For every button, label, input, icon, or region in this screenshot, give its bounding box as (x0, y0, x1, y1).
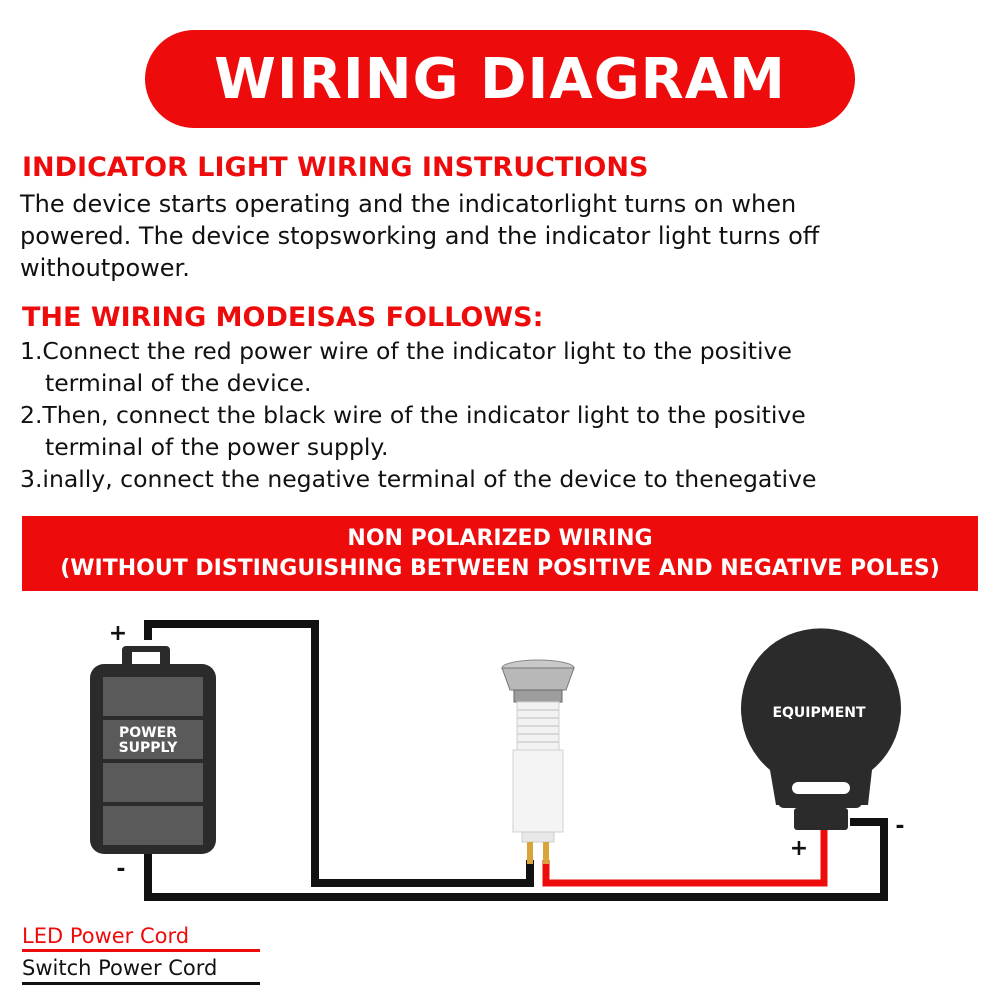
instructions-line: The device starts operating and the indi… (20, 190, 797, 218)
instructions-paragraph: The device starts operating and the indi… (20, 188, 920, 284)
banner-line-1: NON POLARIZED WIRING (347, 525, 653, 551)
non-polarized-banner: NON POLARIZED WIRING (WITHOUT DISTINGUIS… (22, 516, 978, 591)
equipment-label: EQUIPMENT (772, 705, 866, 721)
red-wire (542, 830, 828, 887)
equipment-icon (741, 628, 902, 830)
equipment-minus-label: - (895, 814, 904, 839)
instructions-line: withoutpower. (20, 254, 190, 282)
instructions-line: powered. The device stopsworking and the… (20, 222, 820, 250)
banner-line-2: (WITHOUT DISTINGUISHING BETWEEN POSITIVE… (60, 555, 940, 581)
indicator-light-icon (501, 659, 575, 864)
battery-icon (90, 646, 216, 854)
legend-switch-power-cord: Switch Power Cord (22, 956, 218, 980)
battery-label-power: POWER (119, 725, 177, 741)
legend-switch-line (22, 982, 260, 985)
battery-label-supply: SUPPLY (119, 740, 179, 756)
page-title: WIRING DIAGRAM (214, 46, 786, 112)
battery-plus-label: + (109, 621, 127, 646)
title-banner: WIRING DIAGRAM (145, 30, 855, 128)
black-wire-negative (144, 818, 888, 901)
legend-led-line (22, 949, 260, 952)
legend-led-power-cord: LED Power Cord (22, 924, 190, 948)
wiring-diagram: POWER SUPPLY + - EQUIPMENT + - (90, 620, 905, 901)
equipment-plus-label: + (790, 836, 808, 861)
black-wire-positive (144, 620, 534, 887)
battery-minus-label: - (116, 857, 125, 882)
section-heading-wiring-mode: THE WIRING MODEISAS FOLLOWS: (22, 302, 544, 333)
section-heading-instructions: INDICATOR LIGHT WIRING INSTRUCTIONS (22, 152, 649, 183)
wiring-step-2-cont: terminal of the power supply. (45, 433, 389, 461)
wiring-step-1-cont: terminal of the device. (45, 369, 312, 397)
wiring-step-2: 2.Then, connect the black wire of the in… (20, 401, 806, 429)
wiring-step-1: 1.Connect the red power wire of the indi… (20, 337, 792, 365)
wiring-step-3: 3.inally, connect the negative terminal … (20, 465, 817, 493)
